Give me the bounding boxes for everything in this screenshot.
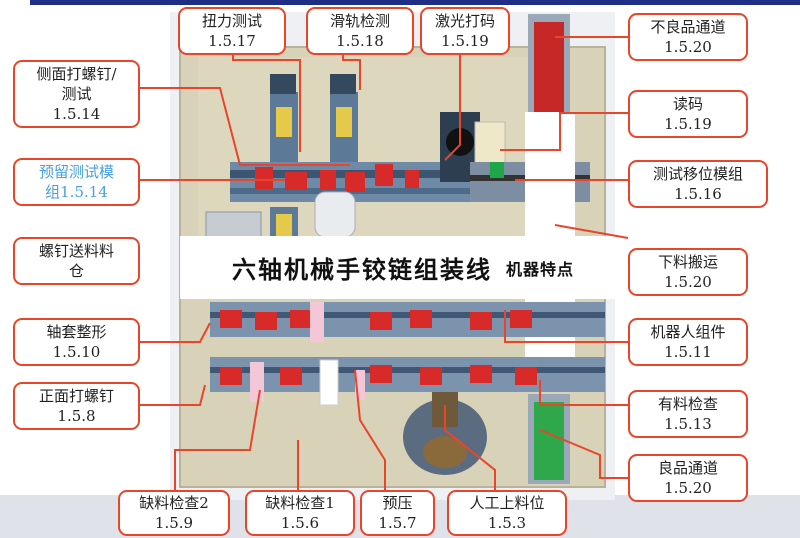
leader-ok: [539, 429, 628, 479]
leader-unload: [554, 224, 629, 239]
leader-torque: [232, 55, 301, 152]
callout-reserved-test-label: 预留测试模: [38, 163, 114, 181]
callout-ng-channel-ref: 1.5.20: [664, 38, 712, 56]
callout-screw-feed: 螺钉送料料 仓: [13, 237, 140, 285]
callout-reserved-test: 预留测试模 组1.5.14: [13, 158, 140, 206]
callout-prepress-label: 预压: [382, 494, 413, 512]
callout-manual-load-label: 人工上料位: [469, 494, 545, 512]
callout-missing-check-1-label: 缺料检查1: [265, 494, 335, 512]
callout-ok-channel-ref: 1.5.20: [664, 479, 712, 497]
callout-prepress: 预压 1.5.7: [360, 490, 435, 536]
callout-unload-label: 下料搬运: [657, 253, 718, 271]
callout-manual-load-ref: 1.5.3: [487, 514, 527, 532]
callout-screw-feed-label: 螺钉送料料: [38, 242, 114, 260]
callout-torque-test-ref: 1.5.17: [208, 32, 256, 50]
callout-screw-feed-label-2: 仓: [68, 262, 84, 280]
leader-front-screw: [140, 384, 206, 406]
callout-torque-test-label: 扭力测试: [201, 12, 262, 30]
callout-test-shift-ref: 1.5.16: [674, 185, 722, 203]
leader-slide: [342, 55, 361, 90]
callout-unload: 下料搬运 1.5.20: [628, 248, 748, 296]
diagram-title-banner: 六轴机械手铰链组装线 机器特点: [180, 236, 626, 299]
callout-material-check-label: 有料检查: [657, 395, 718, 413]
diagram-title: 六轴机械手铰链组装线: [231, 255, 492, 284]
callout-missing-check-2-label: 缺料检查2: [139, 494, 209, 512]
top-accent-bar: [30, 0, 800, 5]
callout-side-screw-ref: 1.5.14: [52, 105, 101, 123]
callout-ng-channel-label: 不良品通道: [650, 18, 726, 36]
callout-slide-test-ref: 1.5.18: [336, 32, 384, 50]
callout-material-check: 有料检查 1.5.13: [628, 390, 748, 438]
callout-ok-channel-label: 良品通道: [657, 459, 718, 477]
callout-test-shift-label: 测试移位模组: [652, 165, 743, 183]
callout-laser-mark: 激光打码 1.5.19: [420, 7, 510, 55]
callout-front-screw-label: 正面打螺钉: [38, 387, 114, 405]
callout-torque-test: 扭力测试 1.5.17: [178, 7, 286, 55]
callout-code-read-ref: 1.5.19: [664, 115, 712, 133]
callout-slide-test: 滑轨检测 1.5.18: [306, 7, 414, 55]
callout-reserved-test-ref: 组1.5.14: [45, 183, 108, 201]
leader-missing2: [174, 389, 261, 490]
callout-robot-assy-ref: 1.5.11: [664, 343, 712, 361]
callout-laser-mark-label: 激光打码: [434, 12, 495, 30]
callout-bushing: 轴套整形 1.5.10: [13, 318, 140, 366]
leader-material: [539, 380, 628, 406]
callout-unload-ref: 1.5.20: [664, 273, 712, 291]
callout-bushing-label: 轴套整形: [46, 323, 107, 341]
callout-side-screw: 侧面打螺钉/ 测试 1.5.14: [13, 60, 140, 128]
callout-front-screw: 正面打螺钉 1.5.8: [13, 382, 140, 430]
diagram-subtitle: 机器特点: [505, 259, 574, 279]
callout-robot-assy-label: 机器人组件: [650, 323, 726, 341]
leader-code: [500, 112, 628, 151]
leader-robot: [504, 310, 628, 343]
callout-missing-check-1: 缺料检查1 1.5.6: [245, 490, 355, 536]
callout-missing-check-2-ref: 1.5.9: [154, 514, 194, 532]
callout-slide-test-label: 滑轨检测: [329, 12, 390, 30]
leader-manual: [444, 405, 496, 490]
callout-robot-assy: 机器人组件 1.5.11: [628, 318, 748, 366]
callout-laser-mark-ref: 1.5.19: [441, 32, 489, 50]
leader-bushing: [140, 322, 211, 343]
callout-manual-load: 人工上料位 1.5.3: [447, 490, 567, 536]
callout-code-read-label: 读码: [672, 95, 703, 113]
callout-test-shift: 测试移位模组 1.5.16: [628, 160, 768, 208]
callout-missing-check-2: 缺料检查2 1.5.9: [118, 490, 230, 536]
callout-missing-check-1-ref: 1.5.6: [280, 514, 320, 532]
callout-side-screw-label: 侧面打螺钉/: [36, 65, 117, 83]
callout-ok-channel: 良品通道 1.5.20: [628, 454, 748, 502]
callout-material-check-ref: 1.5.13: [664, 415, 712, 433]
leader-prepress: [354, 369, 386, 490]
callout-front-screw-ref: 1.5.8: [57, 407, 96, 425]
machine-illustration: [170, 12, 615, 500]
callout-bushing-ref: 1.5.10: [52, 343, 101, 361]
callout-prepress-ref: 1.5.7: [378, 514, 417, 532]
callout-ng-channel: 不良品通道 1.5.20: [628, 13, 748, 61]
leader-side-screw: [130, 87, 350, 166]
callout-side-screw-label-2: 测试: [61, 85, 92, 103]
leader-laser: [444, 55, 461, 161]
callout-code-read: 读码 1.5.19: [628, 90, 748, 138]
